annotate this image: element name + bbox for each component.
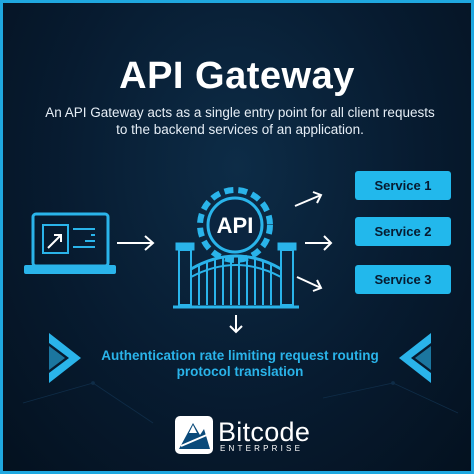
arrow-right-icon (117, 235, 155, 251)
chevron-left-icon (399, 333, 431, 383)
network-background (22, 381, 459, 424)
service-2-button[interactable]: Service 2 (355, 217, 451, 246)
bitcode-logo-icon (175, 416, 213, 454)
diagram-graphics: API (22, 187, 459, 454)
page-subtitle: An API Gateway acts as a single entry po… (45, 105, 435, 137)
chevron-right-icon (49, 333, 81, 383)
page-title: API Gateway (119, 55, 355, 97)
gate-icon (173, 242, 299, 309)
arrow-right-icon (305, 235, 333, 251)
arrow-right-icon (294, 191, 323, 207)
service-3-button[interactable]: Service 3 (355, 265, 451, 294)
laptop-icon (24, 212, 116, 274)
gateway-label: API (217, 213, 254, 238)
service-1-button[interactable]: Service 1 (355, 171, 451, 200)
arrow-right-icon (296, 276, 323, 292)
logo-wordmark: Bitcode (218, 417, 311, 447)
gateway-features-caption: Authentication rate limiting request rou… (101, 348, 379, 379)
gear-icon (197, 187, 273, 263)
arrow-down-icon (229, 315, 243, 334)
logo-tagline: ENTERPRISE (220, 444, 304, 453)
